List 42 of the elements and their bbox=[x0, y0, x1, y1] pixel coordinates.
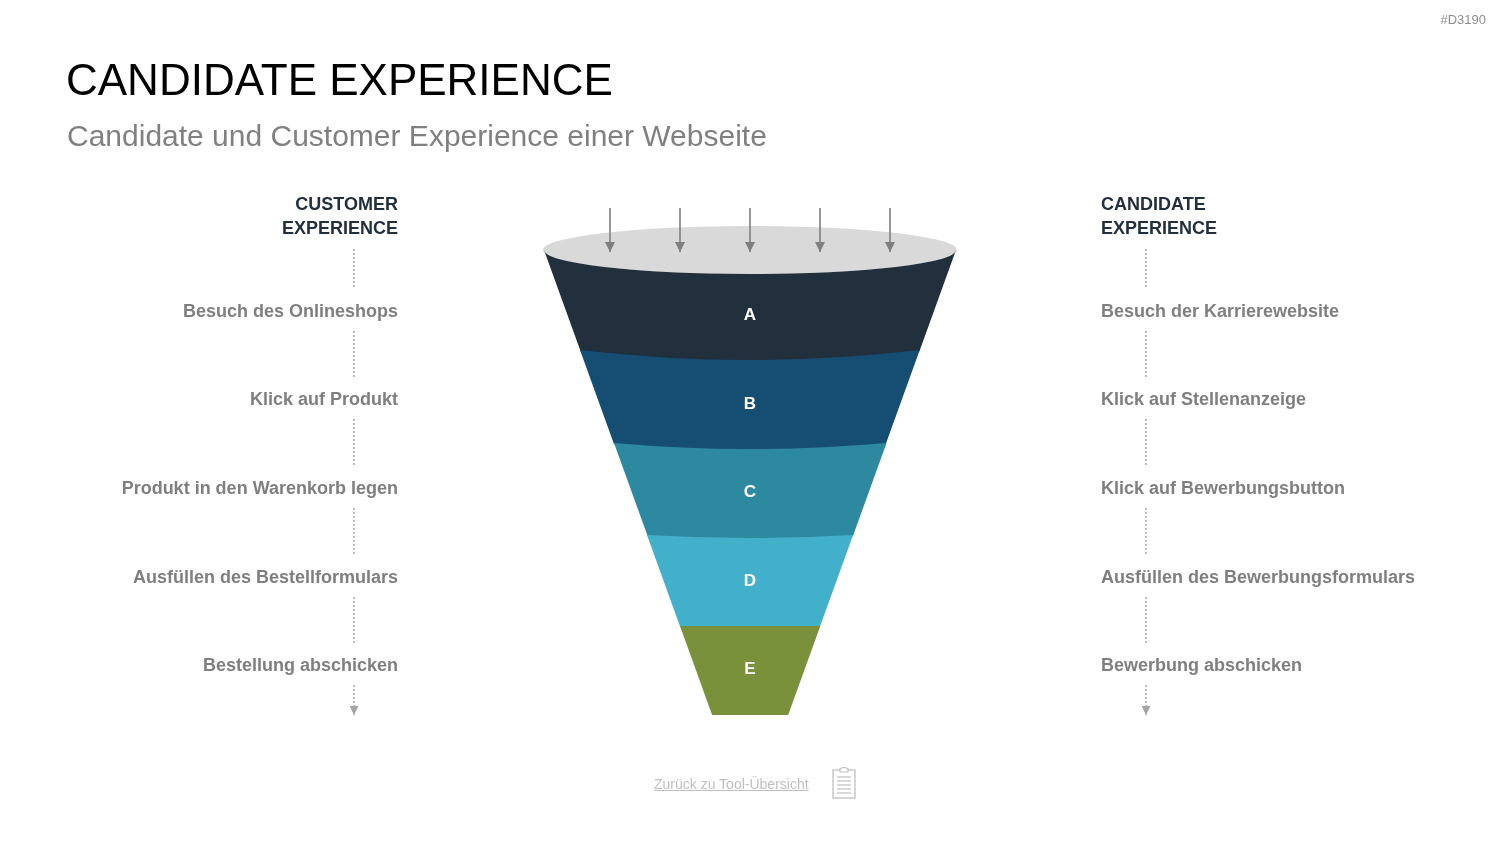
funnel-opening bbox=[543, 226, 957, 274]
dotted-arrow bbox=[1141, 685, 1151, 716]
step-text: Klick auf Stellenanzeige bbox=[1101, 388, 1307, 410]
step-text: Klick auf Bewerbungsbutton bbox=[1101, 477, 1345, 499]
arrow bbox=[675, 207, 685, 253]
segment-letter: C bbox=[743, 481, 757, 503]
segment-letter: B bbox=[743, 393, 757, 415]
dotted-arrow bbox=[349, 685, 359, 716]
dotted-connector-line bbox=[353, 508, 355, 557]
step-text: Ausfüllen des Bewerbungsformulars bbox=[1101, 566, 1416, 588]
funnel-segment bbox=[580, 350, 920, 451]
funnel-segment bbox=[613, 443, 887, 540]
step-text: Besuch des Onlineshops bbox=[182, 300, 398, 322]
column-heading: CANDIDATE EXPERIENCE bbox=[1101, 192, 1218, 240]
step-text: Bestellung abschicken bbox=[202, 654, 398, 676]
step-text: Produkt in den Warenkorb legen bbox=[121, 477, 398, 499]
arrow bbox=[745, 207, 755, 253]
segment-letter: D bbox=[743, 570, 757, 592]
dotted-connector-line bbox=[353, 331, 355, 379]
dotted-connector-line bbox=[353, 597, 355, 645]
step-text: Ausfüllen des Bestellformulars bbox=[132, 566, 398, 588]
arrow bbox=[605, 207, 615, 253]
dotted-connector-line bbox=[1145, 508, 1147, 557]
dotted-connector-line bbox=[353, 419, 355, 468]
dotted-connector-line bbox=[1145, 419, 1147, 468]
step-text: Besuch der Karrierewebsite bbox=[1101, 300, 1340, 322]
step-text: Bewerbung abschicken bbox=[1101, 654, 1303, 676]
page-subtitle: Candidate und Customer Experience einer Webseite bbox=[67, 118, 767, 154]
page-title: CANDIDATE EXPERIENCE bbox=[66, 55, 613, 105]
step-text: Klick auf Produkt bbox=[249, 388, 398, 410]
funnel-segment bbox=[646, 535, 853, 628]
document-id: #D3190 bbox=[1440, 12, 1486, 28]
arrow bbox=[815, 207, 825, 253]
arrow bbox=[885, 207, 895, 253]
dotted-connector-line bbox=[1145, 597, 1147, 645]
back-link: Zurück zu Tool-Übersicht bbox=[654, 775, 809, 793]
column-heading: CUSTOMER EXPERIENCE bbox=[281, 192, 398, 240]
dotted-connector-line bbox=[1145, 331, 1147, 379]
funnel-segment bbox=[544, 250, 956, 362]
segment-letter: E bbox=[744, 658, 756, 680]
segment-letter: A bbox=[743, 304, 757, 326]
funnel-segment bbox=[679, 626, 821, 715]
